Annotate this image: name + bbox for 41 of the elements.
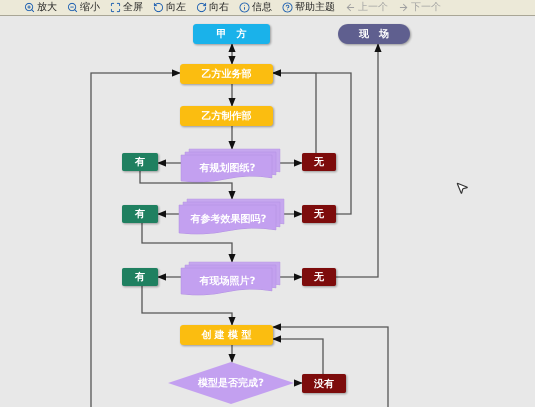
decision-diamond: 模型是否完成? bbox=[168, 362, 294, 404]
arrow bbox=[228, 126, 236, 150]
process-box: 乙方业务部 bbox=[180, 64, 273, 84]
arrow bbox=[280, 273, 303, 281]
arrow bbox=[294, 379, 303, 387]
process-box: 创 建 模 型 bbox=[180, 325, 273, 345]
arrow bbox=[284, 210, 303, 218]
toolbar-label: 向左 bbox=[166, 2, 186, 14]
arrow bbox=[157, 210, 179, 218]
toolbar-label: 信息 bbox=[252, 2, 272, 14]
process-box: 乙方制作部 bbox=[180, 106, 273, 126]
toolbar-label: 放大 bbox=[37, 2, 57, 14]
arrow bbox=[228, 84, 236, 107]
no-box: 无 bbox=[302, 268, 336, 286]
yes-box: 有 bbox=[122, 153, 158, 171]
arrow bbox=[141, 286, 236, 326]
arrow bbox=[272, 323, 389, 407]
arrow bbox=[280, 159, 303, 167]
arrow bbox=[228, 43, 236, 65]
no-box: 无 bbox=[302, 153, 336, 171]
no-box: 没有 bbox=[302, 374, 346, 393]
arrow bbox=[336, 43, 382, 278]
process-box: 甲 方 bbox=[193, 24, 270, 44]
toolbar-label: 全屏 bbox=[123, 2, 143, 14]
toolbar-label: 上一个 bbox=[358, 2, 388, 14]
arrow bbox=[141, 223, 236, 263]
arrow bbox=[139, 171, 236, 200]
arrow bbox=[157, 273, 181, 281]
toolbar-label: 向右 bbox=[209, 2, 229, 14]
toolbar-label: 帮助主题 bbox=[295, 2, 335, 14]
arrow bbox=[157, 159, 181, 167]
terminal-pill: 现 场 bbox=[338, 24, 410, 44]
yes-box: 有 bbox=[122, 205, 158, 223]
toolbar-label: 缩小 bbox=[80, 2, 100, 14]
arrow bbox=[90, 69, 181, 407]
arrow bbox=[228, 345, 236, 363]
yes-box: 有 bbox=[122, 268, 158, 286]
no-box: 无 bbox=[302, 205, 336, 223]
arrow bbox=[272, 335, 324, 374]
arrow bbox=[272, 69, 352, 215]
toolbar-label: 下一个 bbox=[411, 2, 441, 14]
